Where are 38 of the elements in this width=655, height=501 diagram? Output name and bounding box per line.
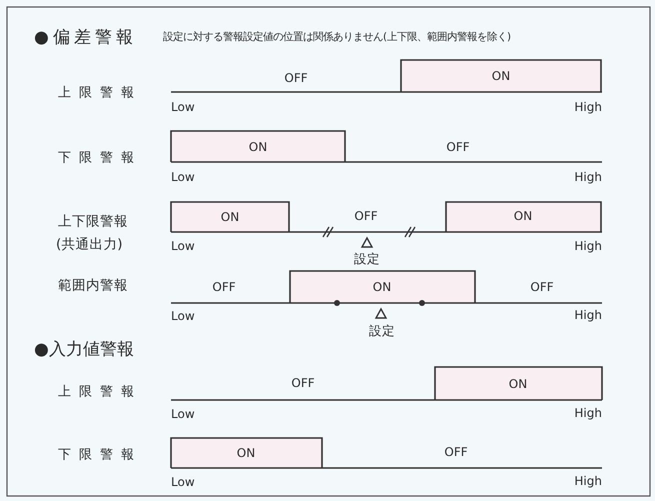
axis-label: High — [574, 475, 602, 487]
row-label: 上下限警報 — [58, 215, 128, 229]
state-label: ON — [236, 447, 256, 459]
state-label: ON — [248, 141, 268, 153]
state-label: OFF — [530, 281, 554, 293]
state-label: OFF — [284, 72, 308, 84]
axis-label: High — [574, 171, 602, 183]
axis-label: High — [574, 240, 602, 252]
note-text: 設定に対する警報設定値の位置は関係ありません(上下限、範囲内警報を除く) — [163, 32, 512, 42]
row-label: 上限警報 — [58, 86, 142, 100]
axis-label: Low — [171, 476, 195, 488]
axis-label: High — [574, 407, 602, 419]
axis-label: Low — [171, 310, 195, 322]
row-label: 上限警報 — [58, 386, 142, 398]
axis-label: Low — [171, 171, 195, 183]
state-label: ON — [514, 210, 532, 222]
axis-label: High — [574, 101, 602, 113]
row-label: 範囲内警報 — [58, 279, 128, 293]
state-label: OFF — [354, 210, 378, 222]
state-label: ON — [220, 211, 240, 223]
row-label: 下限警報 — [58, 448, 142, 462]
row-label: (共通出力) — [56, 238, 123, 252]
state-label: ON — [372, 281, 392, 293]
setpoint-label: 設定 — [369, 324, 395, 338]
state-label: ON — [508, 378, 528, 390]
setpoint-label: 設定 — [354, 252, 380, 266]
state-label: ON — [492, 70, 510, 82]
axis-label: High — [574, 309, 602, 321]
row-label: 下限警報 — [58, 152, 142, 164]
axis-label: Low — [171, 408, 195, 420]
axis-label: Low — [171, 240, 195, 252]
state-label: OFF — [291, 377, 315, 389]
state-label: OFF — [444, 446, 468, 458]
axis-label: Low — [171, 101, 195, 113]
heading: ●入力値警報 — [34, 342, 134, 358]
state-label: OFF — [446, 141, 470, 153]
heading: ●偏差警報 — [34, 30, 137, 46]
state-label: OFF — [212, 281, 236, 293]
